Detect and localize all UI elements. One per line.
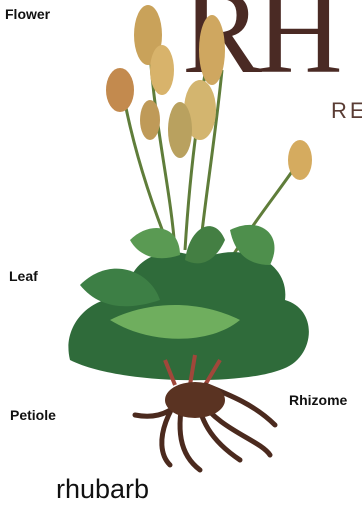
- leaf-mass: [68, 225, 308, 380]
- label-petiole: Petiole: [10, 407, 56, 423]
- label-leaf: Leaf: [9, 268, 38, 284]
- label-rhizome: Rhizome: [289, 392, 347, 408]
- rhizome-crown: [165, 382, 225, 418]
- caption-rhubarb: rhubarb: [56, 474, 149, 505]
- label-flower: Flower: [5, 6, 50, 22]
